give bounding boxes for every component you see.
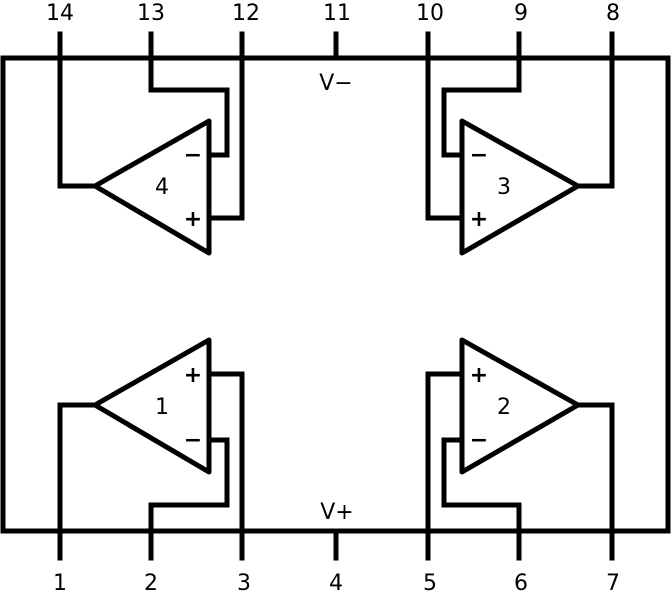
opamp-3-minus-wire <box>441 55 522 158</box>
opamp-3-plus-wire <box>425 55 465 221</box>
opamp-3-plus-sign: + <box>470 207 488 232</box>
opamp-2-minus-sign: − <box>470 428 488 453</box>
opamp-1-triangle <box>92 337 212 475</box>
opamp-4: − + 4 <box>57 55 245 256</box>
opamp-1-minus-sign: − <box>184 428 202 453</box>
opamp-4-triangle <box>92 118 212 256</box>
supply-positive-label: V+ <box>320 500 353 525</box>
opamp-1-output-wire <box>57 402 98 534</box>
opamp-1-minus-wire <box>148 437 230 534</box>
opamp-1-plus-wire <box>206 371 245 534</box>
opamp-3: − + 3 <box>425 55 615 256</box>
opamp-4-plus-sign: + <box>184 207 202 232</box>
pin-6-label: 6 <box>514 571 528 596</box>
top-pin-numbers: 14 13 12 11 10 9 8 <box>46 1 620 26</box>
pin-1-label: 1 <box>53 571 67 596</box>
opamp-1-plus-sign: + <box>184 363 202 388</box>
opamp-4-label: 4 <box>155 175 169 200</box>
pin-2-label: 2 <box>144 571 158 596</box>
opamp-2-triangle <box>459 337 581 475</box>
opamp-1: + − 1 <box>57 337 245 534</box>
package-outline <box>0 55 671 534</box>
top-pin-stubs <box>57 31 615 61</box>
bottom-pin-numbers: 1 2 3 4 5 6 7 <box>53 571 620 596</box>
pin-7-label: 7 <box>606 571 620 596</box>
opamp-4-minus-wire <box>148 55 230 158</box>
opamp-4-output-wire <box>57 55 98 189</box>
opamp-2-plus-wire <box>425 371 465 534</box>
pin-4-label: 4 <box>329 571 343 596</box>
pin-9-label: 9 <box>514 1 528 26</box>
opamp-3-minus-sign: − <box>470 143 488 168</box>
opamp-3-label: 3 <box>497 175 511 200</box>
opamp-3-output-wire <box>575 55 615 189</box>
pin-10-label: 10 <box>416 1 444 26</box>
pin-3-label: 3 <box>237 571 251 596</box>
opamp-1-label: 1 <box>155 395 169 420</box>
opamp-2-minus-wire <box>441 437 522 534</box>
pin-12-label: 12 <box>232 1 260 26</box>
opamp-3-triangle <box>459 118 581 256</box>
pin-14-label: 14 <box>46 1 74 26</box>
opamp-4-minus-sign: − <box>184 143 202 168</box>
opamp-2: + − 2 <box>425 337 615 534</box>
pin-11-label: 11 <box>323 1 351 26</box>
opamp-2-label: 2 <box>497 395 511 420</box>
supply-negative-label: V− <box>319 71 352 96</box>
opamp-2-output-wire <box>575 402 615 534</box>
pin-13-label: 13 <box>137 1 165 26</box>
pin-5-label: 5 <box>423 571 437 596</box>
opamp-4-plus-wire <box>206 55 245 221</box>
bottom-pin-stubs <box>57 528 615 561</box>
opamp-2-plus-sign: + <box>470 363 488 388</box>
pin-8-label: 8 <box>606 1 620 26</box>
